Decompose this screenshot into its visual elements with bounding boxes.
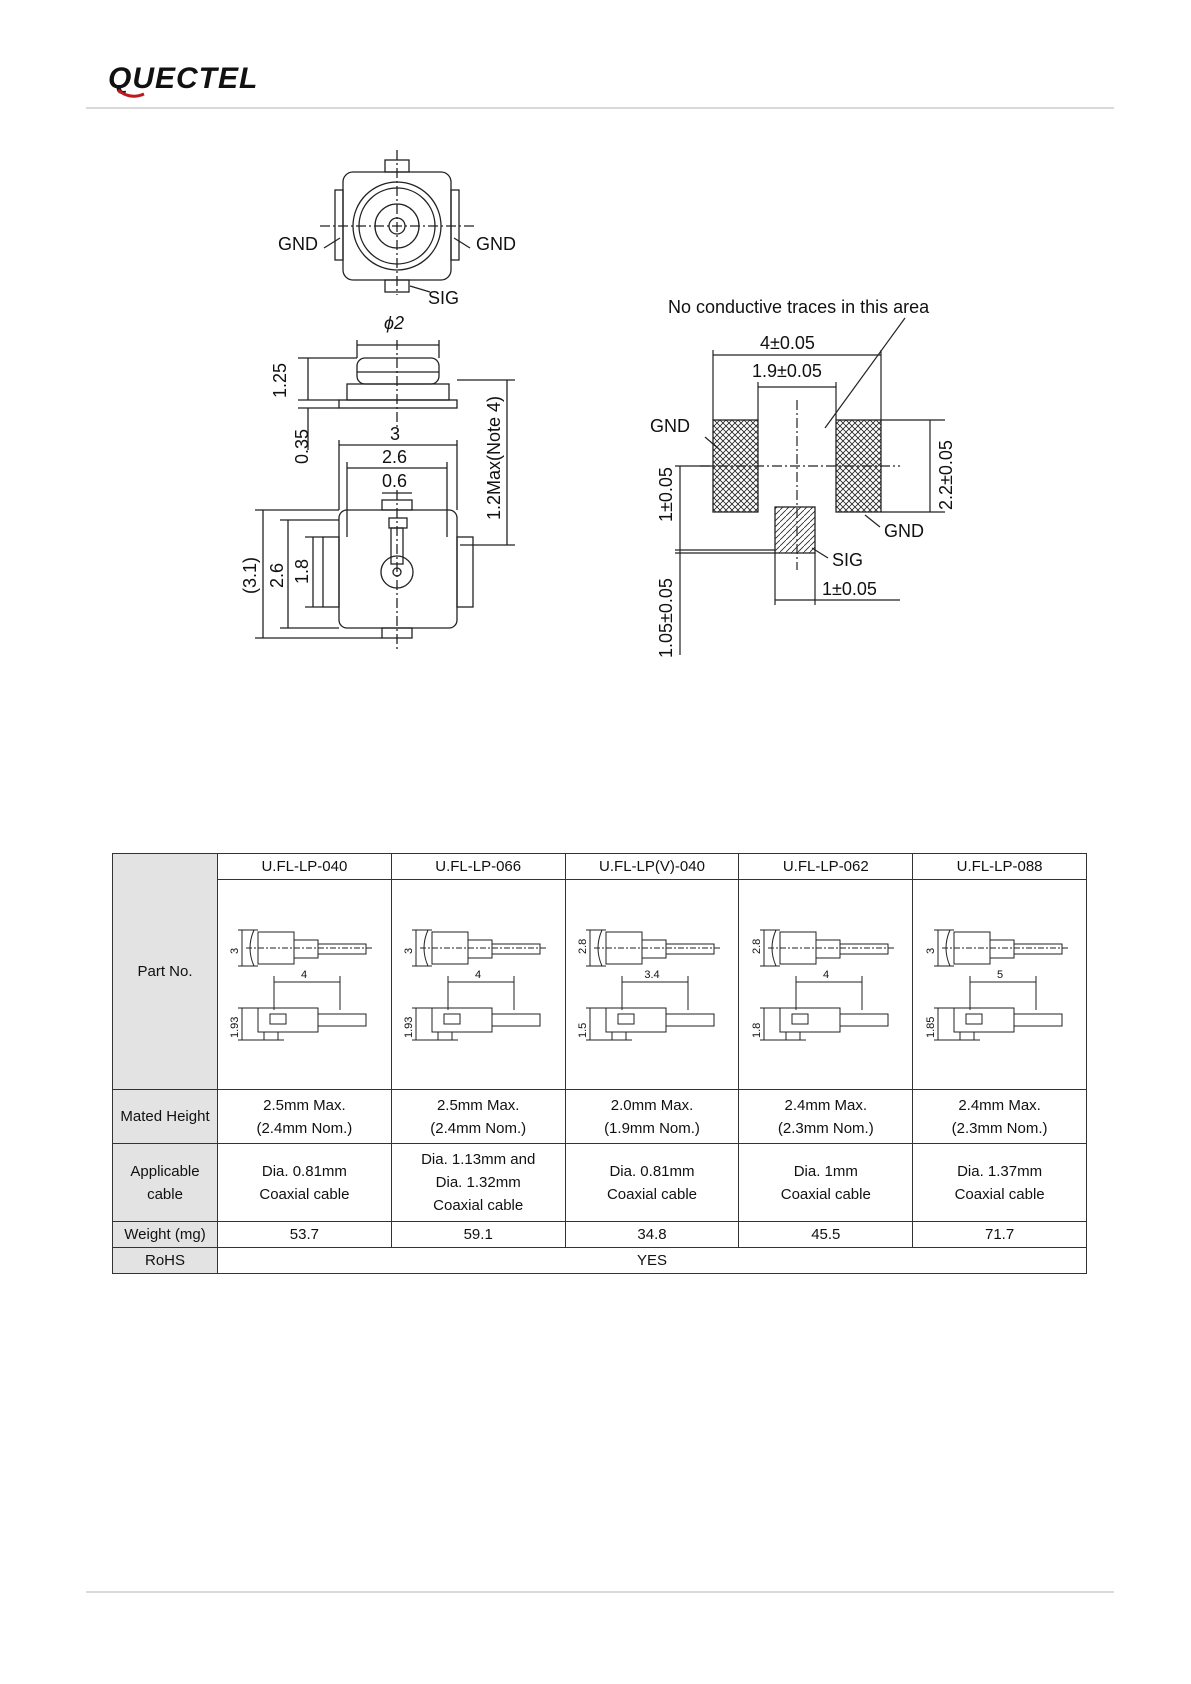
- mated-height-header: Mated Height: [112, 1089, 218, 1144]
- part-name: U.FL-LP-040: [217, 853, 392, 880]
- plug-diagram: 351.85: [925, 929, 1070, 1040]
- dim-2-6-h: 2.6: [267, 563, 287, 588]
- dim-a-label: 2.8: [577, 938, 589, 953]
- mating-plug-table: Part No. U.FL-LP-040 U.FL-LP-066 U.FL-LP…: [112, 853, 1087, 1274]
- gnd-left-label: GND: [278, 234, 318, 254]
- part-name: U.FL-LP-062: [738, 853, 914, 880]
- no-traces-label: No conductive traces in this area: [668, 297, 930, 317]
- dim-1-w: 1±0.05: [822, 579, 877, 599]
- dim-3-1: (3.1): [240, 557, 260, 594]
- dim-a-label: 3: [925, 947, 937, 953]
- dim-1-v: 1±0.05: [656, 467, 676, 522]
- dim-0-35: 0.35: [292, 429, 312, 464]
- dim-2-6-w: 2.6: [382, 447, 407, 467]
- part-name: U.FL-LP-066: [390, 853, 566, 880]
- dim-a-label: 2.8: [751, 938, 763, 953]
- dim-0-6: 0.6: [382, 471, 407, 491]
- mated-height-cell: 2.0mm Max.(1.9mm Nom.): [564, 1089, 740, 1144]
- svg-text:QUECTEL: QUECTEL: [108, 62, 258, 95]
- dim-c-label: 1.8: [751, 1022, 763, 1037]
- dim-c-label: 1.93: [403, 1016, 415, 1037]
- part-name: U.FL-LP-088: [912, 853, 1087, 880]
- mated-height-cell: 2.4mm Max.(2.3mm Nom.): [912, 1089, 1087, 1144]
- weight-cell: 53.7: [217, 1221, 392, 1248]
- part-no-header: Part No.: [112, 853, 218, 1090]
- dim-2-2: 2.2±0.05: [936, 440, 956, 510]
- dim-b-label: 4: [475, 969, 481, 981]
- weight-cell: 71.7: [912, 1221, 1087, 1248]
- dim-1-05: 1.05±0.05: [656, 578, 676, 658]
- quectel-logo: QUECTEL: [104, 58, 344, 108]
- dim-1-25: 1.25: [270, 363, 290, 398]
- dim-c-label: 1.85: [925, 1016, 937, 1037]
- plug-diagram: 2.8 4 1.8: [751, 929, 896, 1040]
- dim-1-8: 1.8: [292, 559, 312, 584]
- diameter-label: ϕ2: [384, 313, 404, 333]
- dim-b-label: 4: [301, 969, 307, 981]
- weight-header: Weight (mg): [112, 1221, 218, 1248]
- dim-4: 4±0.05: [760, 333, 815, 353]
- dim-b-label: 4: [823, 969, 829, 981]
- plug-diagram: 341.93: [403, 929, 549, 1040]
- plug-drawing-cell: 2.8 4 1.8: [738, 879, 914, 1090]
- dim-b-label: 5: [997, 969, 1003, 981]
- weight-cell: 59.1: [390, 1221, 566, 1248]
- weight-cell: 34.8: [564, 1221, 740, 1248]
- gnd-left-pad-label: GND: [650, 416, 690, 436]
- header-divider: [86, 107, 1114, 109]
- footer-divider: [86, 1591, 1114, 1593]
- rohs-header: RoHS: [112, 1247, 218, 1274]
- dim-1-2max: 1.2Max(Note 4): [484, 396, 504, 520]
- sig-label: SIG: [428, 288, 459, 308]
- dim-3: 3: [390, 424, 400, 444]
- dim-c-label: 1.93: [229, 1016, 241, 1037]
- dim-a-label: 3: [229, 947, 241, 953]
- dim-a-label: 3: [403, 947, 415, 953]
- dim-c-label: 1.5: [577, 1022, 589, 1037]
- mated-height-cell: 2.5mm Max.(2.4mm Nom.): [390, 1089, 566, 1144]
- rohs-value: YES: [217, 1247, 1087, 1274]
- mated-height-cell: 2.5mm Max.(2.4mm Nom.): [217, 1089, 392, 1144]
- mated-height-cell: 2.4mm Max.(2.3mm Nom.): [738, 1089, 914, 1144]
- gnd-right-pad-label: GND: [884, 521, 924, 541]
- plug-drawing-cell: 2.8 3.4 1.5: [564, 879, 740, 1090]
- part-name: U.FL-LP(V)-040: [564, 853, 740, 880]
- dim-b-label: 3.4: [644, 969, 659, 981]
- plug-diagram: 2.8 3.4 1.5: [577, 929, 722, 1040]
- gnd-right-label: GND: [476, 234, 516, 254]
- plug-diagram: 341.93: [229, 929, 375, 1040]
- connector-dimension-drawing: GND GND SIG ϕ2 1.25 0.35 3 2.6 0.6 1.2Ma…: [240, 150, 956, 658]
- weight-cell: 45.5: [738, 1221, 914, 1248]
- sig-pad-label: SIG: [832, 550, 863, 570]
- dim-1-9: 1.9±0.05: [752, 361, 822, 381]
